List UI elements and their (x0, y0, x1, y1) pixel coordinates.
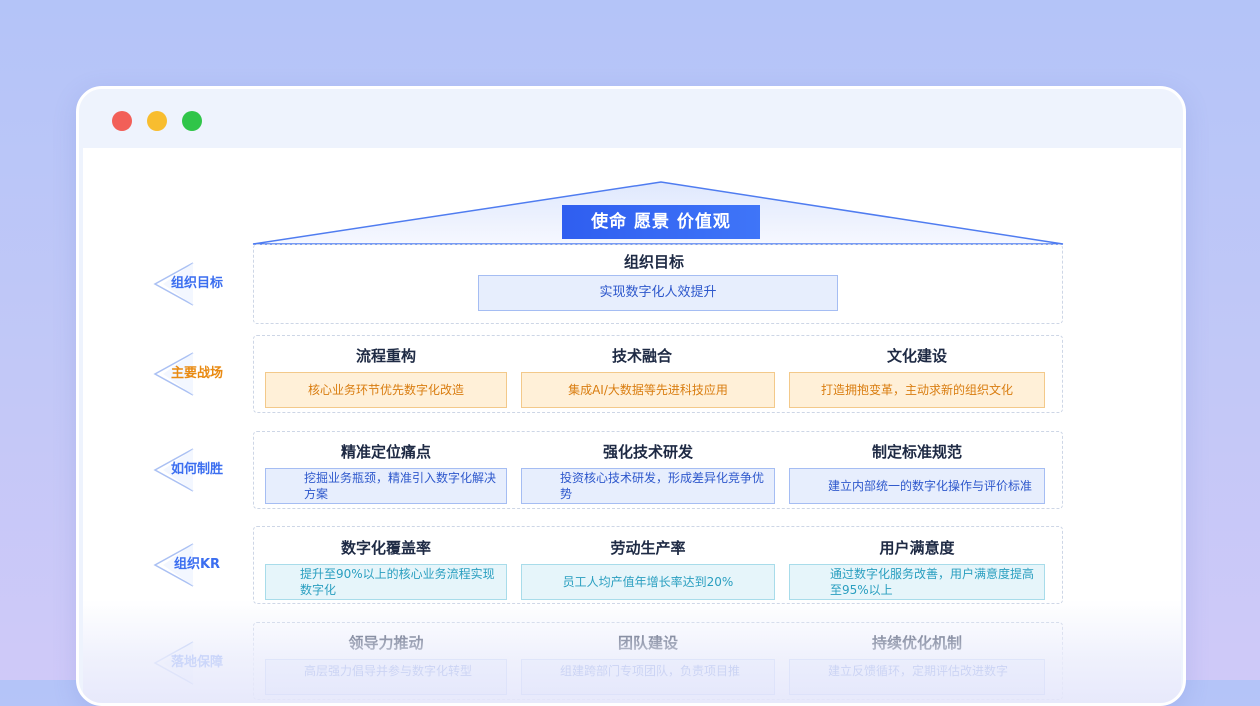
side-label-text: 如何制胜 (170, 462, 223, 477)
kr-box-1: 提升至90%以上的核心业务流程实现数字化 (265, 564, 507, 600)
close-window-button[interactable] (112, 111, 132, 131)
band-how-to-win (253, 431, 1063, 509)
win-title-3: 制定标准规范 (871, 443, 962, 461)
support-title-1: 领导力推动 (348, 634, 424, 652)
support-title-3: 持续优化机制 (871, 634, 962, 652)
support-box-3: 建立反馈循环，定期评估改进数字 (789, 659, 1045, 695)
kr-title-2: 劳动生产率 (610, 539, 686, 557)
battlefield-title-1: 流程重构 (355, 347, 416, 365)
kr-box-3: 通过数字化服务改善，用户满意度提高至95%以上 (789, 564, 1045, 600)
battlefield-title-2: 技术融合 (611, 347, 672, 365)
side-label-text: 落地保障 (170, 655, 223, 670)
win-box-1: 挖掘业务瓶颈，精准引入数字化解决方案 (265, 468, 507, 504)
diagram-canvas: 使命 愿景 价值观 组织目标 实现数字化人效提升 流程重构 核心业务环节优先数字… (83, 148, 1181, 703)
support-title-2: 团队建设 (617, 634, 678, 652)
side-label-text: 组织目标 (170, 276, 223, 291)
side-label-text: 组织KR (173, 557, 221, 572)
chevron-left-icon (153, 448, 194, 492)
chevron-left-icon (153, 352, 194, 396)
side-label-text: 主要战场 (170, 366, 223, 381)
side-label-how-to-win: 如何制胜 (153, 445, 225, 495)
side-label-main-battlefield: 主要战场 (153, 349, 225, 399)
side-label-implementation-support: 落地保障 (153, 638, 225, 688)
maximize-window-button[interactable] (182, 111, 202, 131)
chevron-left-icon (153, 262, 194, 306)
battlefield-box-3: 打造拥抱变革，主动求新的组织文化 (789, 372, 1045, 408)
win-title-2: 强化技术研发 (602, 443, 693, 461)
goal-title: 组织目标 (623, 253, 684, 271)
chevron-left-icon (153, 543, 194, 587)
support-box-2: 组建跨部门专项团队，负责项目推 (521, 659, 775, 695)
app-window: 使命 愿景 价值观 组织目标 实现数字化人效提升 流程重构 核心业务环节优先数字… (76, 86, 1186, 706)
side-label-organization-goal: 组织目标 (153, 259, 225, 309)
win-box-2: 投资核心技术研发，形成差异化竞争优势 (521, 468, 775, 504)
kr-title-1: 数字化覆盖率 (340, 539, 431, 557)
goal-box: 实现数字化人效提升 (478, 275, 838, 311)
battlefield-box-2: 集成AI/大数据等先进科技应用 (521, 372, 775, 408)
kr-title-3: 用户满意度 (879, 539, 955, 557)
mission-vision-values-banner: 使命 愿景 价值观 (562, 205, 760, 239)
battlefield-box-1: 核心业务环节优先数字化改造 (265, 372, 507, 408)
win-title-1: 精准定位痛点 (340, 443, 431, 461)
support-box-1: 高层强力倡导并参与数字化转型 (265, 659, 507, 695)
win-box-3: 建立内部统一的数字化操作与评价标准 (789, 468, 1045, 504)
battlefield-title-3: 文化建设 (886, 347, 947, 365)
side-label-organization-kr: 组织KR (153, 540, 225, 590)
minimize-window-button[interactable] (147, 111, 167, 131)
kr-box-2: 员工人均产值年增长率达到20% (521, 564, 775, 600)
band-main-battlefield (253, 335, 1063, 413)
band-organization-goal (253, 244, 1063, 324)
